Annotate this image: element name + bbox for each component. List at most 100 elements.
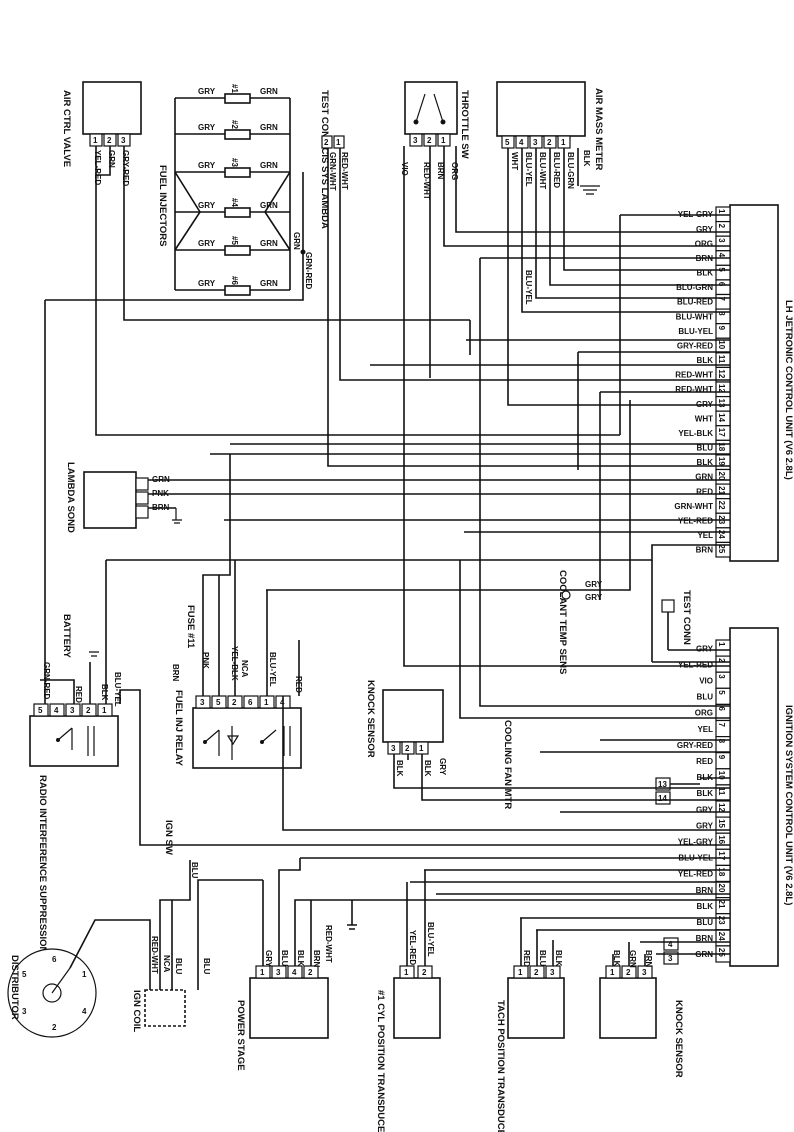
- inj4-gry: GRY: [198, 201, 216, 210]
- fuel-inj-relay: FUSE #11 BRN PNK 3 5 2 6 1 4 FUEL INJ RE…: [171, 605, 303, 769]
- coil-nca: NCA: [162, 955, 171, 973]
- lambda-sond: LAMBDA SOND GRN PNK BRN: [65, 462, 182, 533]
- ign-pin-number: 12: [717, 803, 726, 812]
- ign-control-unit: IGNITION SYSTEM CONTROL UNIT (V6 2.8L) 1…: [677, 627, 794, 967]
- air-ctrl-valve: 1 2 3 AIR CTRL VALVE GRY-RED GRN YEL-RED: [61, 81, 142, 186]
- cyl-blu-yel: BLU-YEL: [426, 922, 435, 957]
- fuel-inj-relay-title: FUEL INJ RELAY: [173, 690, 184, 767]
- ign-pin-number: 5: [717, 690, 726, 695]
- lh-pin-number: 19: [717, 457, 726, 466]
- lh-pin-color: GRY-RED: [677, 341, 713, 350]
- inj4-grn: GRN: [260, 201, 278, 210]
- inj-num-1: #1: [230, 84, 239, 93]
- lh-pin-number: 7: [717, 297, 726, 302]
- fuel-injectors-title: FUEL INJECTORS: [157, 165, 168, 246]
- inj5-grn: GRN: [260, 239, 278, 248]
- inj-num-5: #5: [230, 236, 239, 245]
- lh-pin-number: 20: [717, 472, 726, 481]
- lh-pin-number: 11: [717, 355, 726, 364]
- tach-red: RED: [522, 950, 531, 967]
- fuel-injectors: FUEL INJECTORS GRY GRN GRY GRN GRY GRN G…: [157, 84, 313, 296]
- lh-pin-color: WHT: [695, 414, 713, 423]
- ign-pin-color: YEL-RED: [678, 870, 713, 879]
- ign-sw-title: IGN SW: [163, 820, 174, 855]
- inj-grn-red: GRN-RED: [304, 252, 313, 290]
- ign-pin-number: 15: [717, 819, 726, 828]
- lh-pin-number: 14: [717, 413, 726, 422]
- lh-pin-number: 25: [717, 544, 726, 553]
- ign-pin-color: BRN: [696, 934, 714, 943]
- lh-pin-color: RED-WHT: [675, 385, 713, 394]
- tach-position-transducer: 1 2 3 TACH POSITION TRANSDUCER RED BLU B…: [495, 950, 565, 1132]
- ign-14-label: 14: [658, 794, 667, 803]
- ps-red-wht: RED-WHT: [324, 925, 333, 963]
- tach-transducer-title: TACH POSITION TRANSDUCER: [495, 1000, 506, 1132]
- am-pin-2: 2: [547, 138, 552, 147]
- ign-pin-color: RED: [696, 757, 713, 766]
- lh-pin-color: BRN: [696, 546, 714, 555]
- lh-pin-number: 3: [717, 238, 726, 243]
- ign-pin-number: 6: [717, 706, 726, 711]
- lh-pin-color: BLU-GRN: [676, 283, 713, 292]
- radio-pin-3: 3: [70, 706, 75, 715]
- lh-pin-color: YEL-RED: [678, 516, 713, 525]
- dist-cap-5: 5: [22, 970, 27, 979]
- inj6-gry: GRY: [198, 279, 216, 288]
- am-pin-1: 1: [561, 138, 566, 147]
- radio-pin-2: 2: [86, 706, 91, 715]
- ign-pin-number: 25: [717, 948, 726, 957]
- ps-gry: GRY: [264, 950, 273, 968]
- radio-red: RED: [74, 686, 83, 703]
- ign-pin-color: YEL-GRY: [678, 837, 714, 846]
- ign-pin-color: GRY: [696, 805, 714, 814]
- fir-pin-5: 5: [216, 698, 221, 707]
- tach-blk: BLK: [554, 950, 563, 967]
- knock-pin-3: 3: [391, 744, 396, 753]
- tach-pin-3: 3: [550, 968, 555, 977]
- lh-pin-number: 18: [717, 442, 726, 451]
- lh-pin-number: 12: [717, 369, 726, 378]
- tach-blu: BLU: [538, 950, 547, 967]
- lh-pin-color: BLU-WHT: [676, 312, 713, 321]
- lh-pin-color: BLU-RED: [677, 298, 713, 307]
- air-ctrl-wire-gry-red: GRY-RED: [121, 150, 130, 186]
- radio-blk: BLK: [100, 684, 109, 701]
- knock-blk-b: BLK: [423, 760, 432, 777]
- lh-pin-number: 10: [717, 340, 726, 349]
- knock2-pin-3: 3: [642, 968, 647, 977]
- tach-pin-1: 1: [518, 968, 523, 977]
- inj-num-3: #3: [230, 158, 239, 167]
- lh-pin-number: 1: [717, 209, 726, 214]
- inj-grn-tap: GRN: [292, 232, 301, 250]
- ign-pin-color: ORG: [695, 709, 713, 718]
- coolant-gry-b: GRY: [585, 593, 603, 602]
- am-pin-5: 5: [505, 138, 510, 147]
- dist-cap-3: 3: [22, 1007, 27, 1016]
- battery-title: BATTERY: [61, 614, 72, 658]
- am-blu-red: BLU-RED: [552, 152, 561, 188]
- test-conn-cis: TEST CONN CIS SYS LAMBDA 2 1 RED-WHT GRN…: [319, 90, 349, 229]
- fuse-pnk: PNK: [201, 652, 210, 669]
- lh-pin-color: GRN-WHT: [674, 502, 713, 511]
- am-pin-4: 4: [519, 138, 524, 147]
- fir-pin-2: 2: [232, 698, 237, 707]
- cyl-pin-1: 1: [404, 968, 409, 977]
- power-stage-title: POWER STAGE: [235, 1000, 246, 1071]
- air-ctrl-wire-grn: GRN: [107, 150, 116, 168]
- dist-cap-1: 1: [82, 970, 87, 979]
- ps-brn: BRN: [312, 950, 321, 968]
- cooling-fan-title: COOLING FAN MTR: [502, 720, 513, 809]
- ign-pin-color: BLU: [697, 918, 714, 927]
- inj-num-6: #6: [230, 276, 239, 285]
- lh-pin-number: 21: [717, 486, 726, 495]
- radio-pin-4: 4: [54, 706, 59, 715]
- lambda-sond-title: LAMBDA SOND: [65, 462, 76, 533]
- knock-sensor-lower: 1 2 3 KNOCK SENSOR BLK GRN BRN 4 3: [599, 937, 684, 1078]
- throttle-pin-2: 2: [427, 136, 432, 145]
- ign-pin-number: 20: [717, 884, 726, 893]
- cyl-yel-red: YEL-RED: [408, 930, 417, 965]
- ign-pin-number: 3: [717, 674, 726, 679]
- lh-pin-color: BLK: [697, 458, 714, 467]
- air-ctrl-pin-1: 1: [93, 136, 98, 145]
- am-blu-grn: BLU-GRN: [566, 152, 575, 189]
